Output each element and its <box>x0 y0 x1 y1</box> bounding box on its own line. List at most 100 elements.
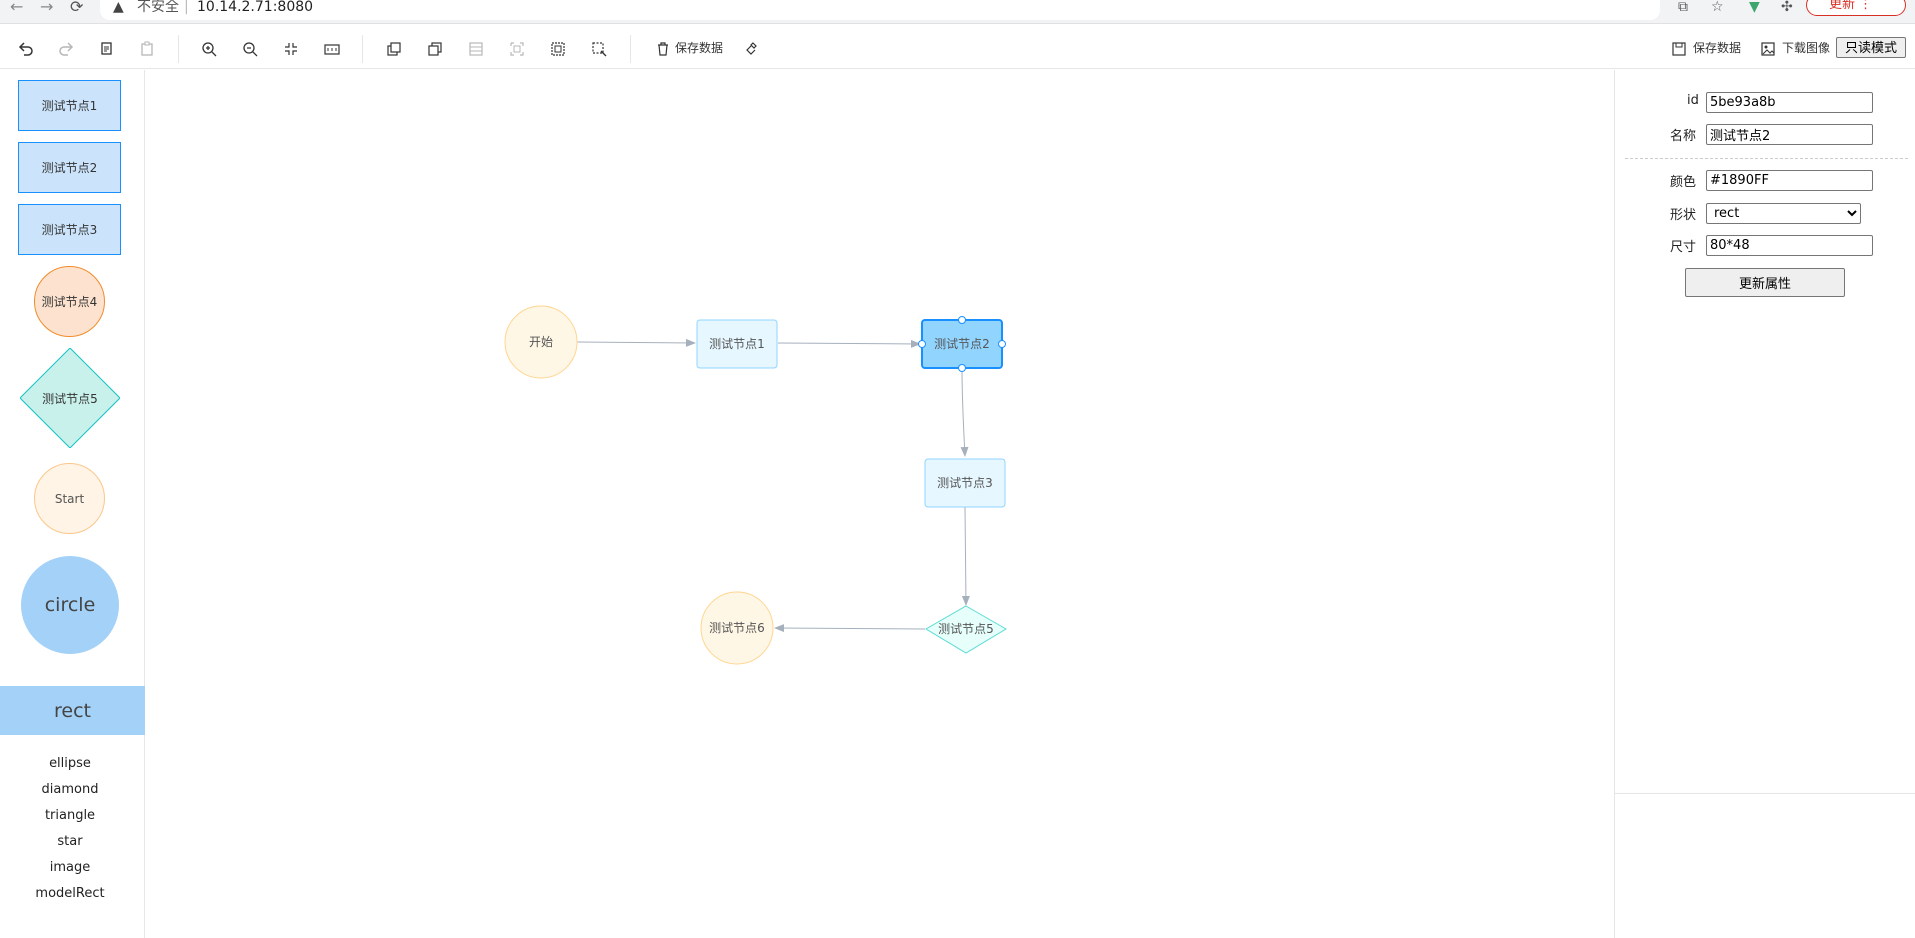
palette-item-triangle[interactable]: triangle <box>44 808 96 823</box>
palette-rect-node-1[interactable]: 测试节点1 <box>18 80 121 131</box>
to-front-button[interactable] <box>384 39 404 59</box>
readonly-mode-button[interactable]: 只读模式 <box>1836 37 1906 58</box>
node-label: 测试节点3 <box>937 475 993 490</box>
address-divider: | <box>184 0 189 15</box>
palette-start-node[interactable]: Start <box>34 463 105 534</box>
palette-item-diamond[interactable]: diamond <box>41 782 99 797</box>
right-save-label[interactable]: 保存数据 <box>1693 41 1742 55</box>
flow-node-6[interactable]: 测试节点6 <box>700 591 774 665</box>
color-input[interactable] <box>1706 170 1873 191</box>
anchor-point[interactable] <box>998 340 1006 348</box>
download-image-label[interactable]: 下载图像 <box>1782 41 1831 55</box>
url-text[interactable]: 10.14.2.71:8080 <box>197 0 314 15</box>
panel-divider <box>1615 793 1915 794</box>
shape-select[interactable]: rect <box>1706 203 1861 224</box>
edge-start-n1[interactable] <box>576 338 696 347</box>
size-label: 尺寸 <box>1670 240 1697 255</box>
clear-button[interactable] <box>742 39 762 59</box>
anchor-point[interactable] <box>958 364 966 372</box>
insecure-label: 不安全 <box>137 0 179 15</box>
flow-node-2-selected[interactable]: 测试节点2 <box>918 316 1006 372</box>
flow-canvas[interactable]: 开始 测试节点1 测试节点2 测试节点3 测试节点5 <box>146 70 1614 938</box>
back-icon[interactable]: ← <box>10 0 24 16</box>
node-label: 测试节点6 <box>709 620 765 635</box>
palette-item-image[interactable]: image <box>49 860 91 875</box>
bookmark-star-icon[interactable]: ☆ <box>1711 0 1724 15</box>
flow-node-1[interactable]: 测试节点1 <box>696 319 778 369</box>
actual-size-button[interactable] <box>322 39 342 59</box>
forward-icon[interactable]: → <box>40 0 54 16</box>
palette-node-label: 测试节点1 <box>41 99 98 113</box>
flow-node-start[interactable]: 开始 <box>504 305 578 379</box>
flow-graph: 开始 测试节点1 测试节点2 测试节点3 测试节点5 <box>504 305 1007 665</box>
size-input[interactable] <box>1706 235 1873 256</box>
palette-rect-node-2[interactable]: 测试节点2 <box>18 142 121 193</box>
shape-label: 形状 <box>1670 208 1697 223</box>
multi-select-icon <box>469 42 483 56</box>
palette-node-label: rect <box>54 699 91 722</box>
save-icon <box>1672 42 1686 56</box>
edge-n1-n2[interactable] <box>777 339 921 348</box>
vue-devtools-icon[interactable]: ▼ <box>1749 0 1760 15</box>
group-icon <box>510 42 524 56</box>
trash-icon <box>658 42 668 56</box>
translate-icon[interactable]: ⧉ <box>1678 0 1688 15</box>
box-select-icon <box>592 42 607 57</box>
fit-view-button[interactable] <box>281 39 301 59</box>
update-button[interactable]: 更新 ⋮ <box>1806 0 1906 16</box>
anchor-point[interactable] <box>958 316 966 324</box>
palette-item-modelrect[interactable]: modelRect <box>35 886 105 901</box>
warning-icon[interactable]: ▲ <box>113 0 124 15</box>
download-image-button[interactable] <box>1758 39 1778 59</box>
palette-circle-node-4[interactable]: 测试节点4 <box>34 266 105 337</box>
multi-select-button[interactable] <box>466 39 486 59</box>
ungroup-button[interactable] <box>548 39 568 59</box>
id-label: id <box>1687 93 1699 108</box>
flow-node-3[interactable]: 测试节点3 <box>924 458 1006 508</box>
save-data-button[interactable] <box>653 39 673 59</box>
palette-rect-shape[interactable]: rect <box>0 686 145 735</box>
reload-icon[interactable]: ⟳ <box>70 0 84 16</box>
save-data-label[interactable]: 保存数据 <box>675 41 724 55</box>
undo-button[interactable] <box>16 39 36 59</box>
anchor-point[interactable] <box>918 340 926 348</box>
address-bar[interactable] <box>100 0 1660 20</box>
redo-button[interactable] <box>56 39 76 59</box>
zoom-out-button[interactable] <box>240 39 260 59</box>
palette-node-label: 测试节点3 <box>41 223 98 237</box>
palette-node-label: Start <box>54 491 85 506</box>
group-button[interactable] <box>507 39 527 59</box>
palette-circle-shape[interactable]: circle <box>14 549 126 661</box>
broom-icon <box>746 42 757 55</box>
color-label: 颜色 <box>1670 175 1697 190</box>
right-save-button[interactable] <box>1669 39 1689 59</box>
palette-rect-node-3[interactable]: 测试节点3 <box>18 204 121 255</box>
node-label: 测试节点2 <box>934 336 990 351</box>
more-menu-icon[interactable]: ⋮ <box>1859 0 1873 12</box>
id-input[interactable] <box>1706 92 1873 113</box>
editor-toolbar: 保存数据 保存数据 下载图像 只读模式 <box>0 27 1915 69</box>
palette-node-label: 测试节点4 <box>41 295 98 309</box>
to-back-button[interactable] <box>425 39 445 59</box>
update-properties-button[interactable]: 更新属性 <box>1685 268 1845 297</box>
browser-chrome: ← → ⟳ ▲ 不安全 | 10.14.2.71:8080 ⧉ ☆ ▼ ✣ ● … <box>0 0 1915 24</box>
name-input[interactable] <box>1706 124 1873 145</box>
copy-icon <box>101 42 112 55</box>
palette-diamond-node-5[interactable]: 测试节点5 <box>20 348 120 448</box>
edge-n3-n5[interactable] <box>961 506 970 606</box>
redo-icon <box>59 42 74 56</box>
palette-node-label: 测试节点5 <box>42 391 98 406</box>
box-select-button[interactable] <box>589 39 609 59</box>
paste-button[interactable] <box>137 39 157 59</box>
flow-node-5[interactable]: 测试节点5 <box>925 605 1007 654</box>
copy-button[interactable] <box>96 39 116 59</box>
zoom-in-button[interactable] <box>199 39 219 59</box>
palette-item-ellipse[interactable]: ellipse <box>49 756 91 771</box>
edge-n5-n6[interactable] <box>774 624 926 633</box>
paste-icon <box>141 41 153 56</box>
fit-view-icon <box>285 43 297 55</box>
palette-item-star[interactable]: star <box>57 834 83 849</box>
extensions-icon[interactable]: ✣ <box>1781 0 1793 15</box>
section-divider <box>1625 158 1908 159</box>
edge-n2-n3[interactable] <box>960 367 969 457</box>
